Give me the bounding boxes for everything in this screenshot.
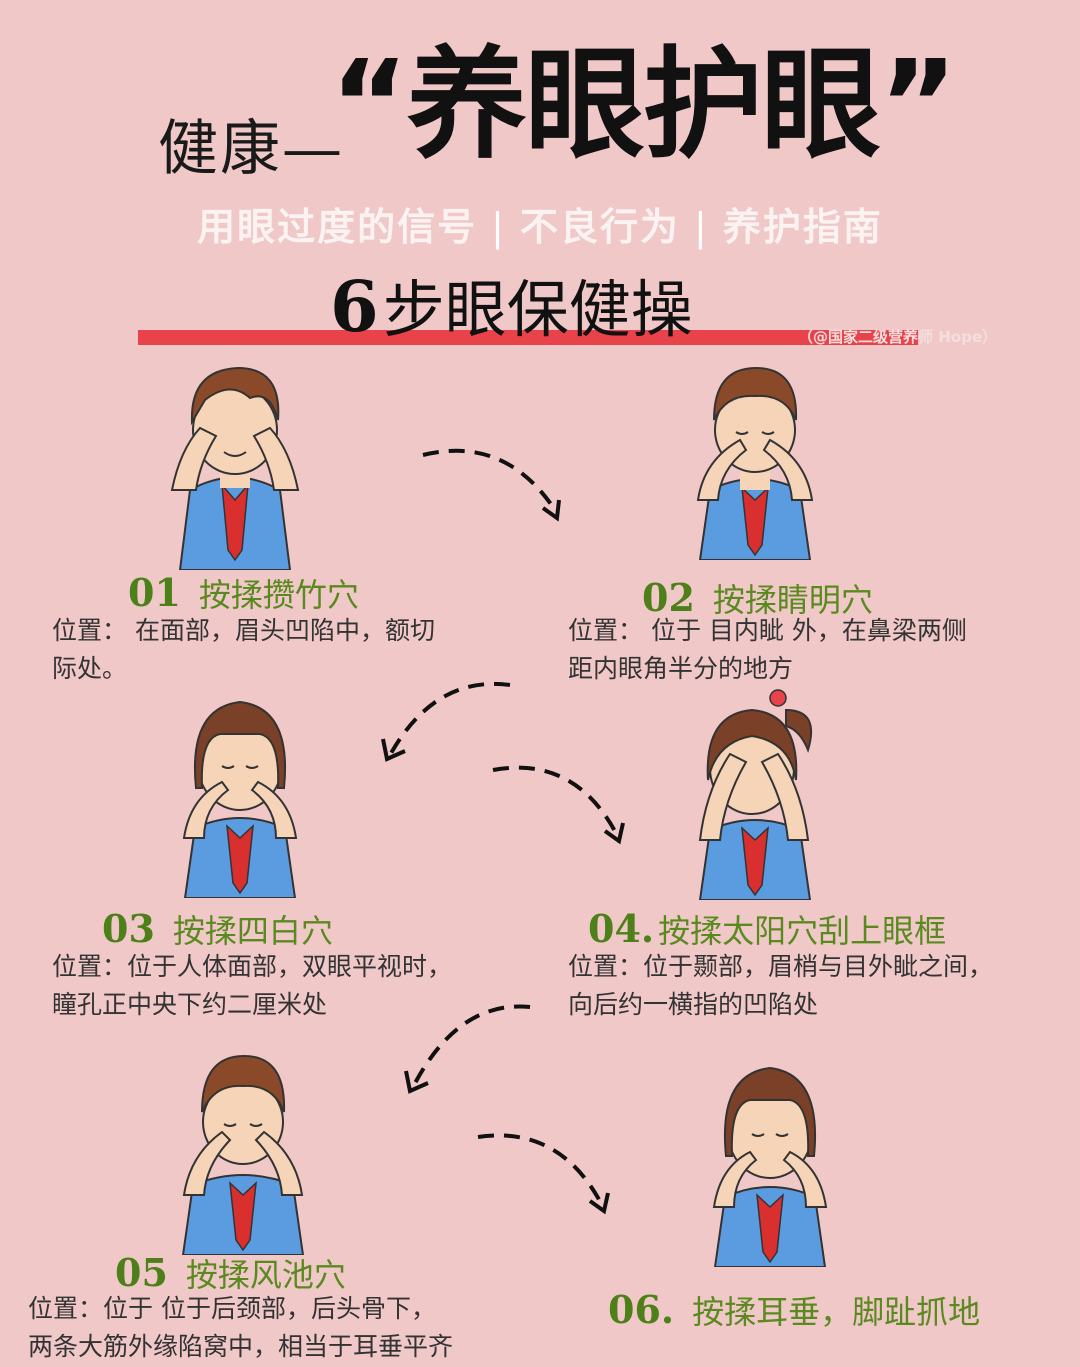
step-number: 03: [102, 906, 155, 951]
step-title: 02 按揉睛明穴: [642, 575, 873, 621]
step-desc-line: 位置： 在面部，眉头凹陷中，额切: [52, 616, 435, 645]
step-description: 位置： 在面部，眉头凹陷中，额切 际处。: [52, 612, 522, 688]
step-desc-line: 两条大筋外缘陷窝中，相当于耳垂平齐: [28, 1332, 454, 1361]
arrow-step3-to-step4: [492, 765, 625, 845]
step-description: 位置：位于颞部，眉梢与目外眦之间， 向后约一横指的凹陷处: [568, 948, 1068, 1024]
subtitle-separator: |: [491, 205, 506, 249]
step-number: 04.: [588, 906, 655, 951]
step-desc-line: 际处。: [52, 654, 128, 683]
figure-girl-step-04: [698, 689, 813, 900]
step-desc-line: 瞳孔正中央下约二厘米处: [52, 990, 328, 1019]
step-number: 02: [642, 575, 695, 620]
step-title: 01 按揉攒竹穴: [128, 570, 359, 616]
arrow-step1-to-step2: [422, 448, 561, 522]
watermark: （@国家二级营养师 Hope）: [798, 328, 997, 346]
step-number: 01: [128, 570, 181, 615]
step-title: 04.按揉太阳穴刮上眼框: [588, 906, 946, 952]
step-name: 按揉耳垂，脚趾抓地: [692, 1293, 981, 1331]
step-title: 03 按揉四白穴: [102, 906, 333, 952]
arrow-step5-to-step6: [477, 1133, 610, 1215]
step-description: 位置：位于人体面部，双眼平视时， 瞳孔正中央下约二厘米处: [52, 948, 532, 1024]
step-name: 按揉睛明穴: [712, 581, 873, 619]
heading-underline-bar: [138, 330, 918, 345]
figure-boy-step-05: [181, 1054, 305, 1255]
arrow-step4-to-step5: [404, 1004, 531, 1094]
step-desc-line: 距内眼角半分的地方: [568, 654, 794, 683]
figure-boy-step-02: [696, 366, 814, 560]
heading-text: 步眼保健操: [382, 273, 693, 346]
subtitle-item-signals: 用眼过度的信号: [197, 205, 478, 249]
step-number: 05: [115, 1250, 168, 1295]
step-desc-line: 位置：位于 位于后颈部，后头骨下，: [28, 1294, 436, 1323]
figure-girl-step-06: [712, 1066, 828, 1267]
subtitle: 用眼过度的信号 | 不良行为 | 养护指南: [0, 196, 1080, 251]
arrow-step2-to-step3: [381, 681, 511, 762]
subtitle-item-care-guide: 养护指南: [722, 205, 883, 249]
step-title: 06. 按揉耳垂，脚趾抓地: [608, 1287, 980, 1333]
subtitle-item-bad-habits: 不良行为: [519, 205, 680, 249]
step-desc-line: 位置：位于颞部，眉梢与目外眦之间，: [568, 952, 994, 981]
step-name: 按揉风池穴: [185, 1256, 346, 1294]
title-prefix: 健康—: [158, 114, 344, 184]
step-number: 06.: [608, 1287, 675, 1332]
heading-number: 6: [330, 265, 379, 348]
figure-boy-step-01: [170, 366, 300, 570]
section-heading: 6步眼保健操: [330, 268, 693, 345]
step-desc-line: 位置： 位于 目内眦 外，在鼻梁两侧: [568, 616, 967, 645]
step-desc-line: 位置：位于人体面部，双眼平视时，: [52, 952, 453, 981]
step-name: 按揉太阳穴刮上眼框: [658, 912, 947, 950]
step-name: 按揉攒竹穴: [198, 576, 359, 614]
step-title: 05 按揉风池穴: [115, 1250, 346, 1296]
step-name: 按揉四白穴: [172, 912, 333, 950]
step-description: 位置：位于 位于后颈部，后头骨下， 两条大筋外缘陷窝中，相当于耳垂平齐: [28, 1290, 548, 1366]
figure-girl-step-03: [182, 700, 298, 898]
step-desc-line: 向后约一横指的凹陷处: [568, 990, 819, 1019]
page-title: “养眼护眼”: [330, 36, 958, 175]
subtitle-separator: |: [694, 205, 709, 249]
step-description: 位置： 位于 目内眦 外，在鼻梁两侧 距内眼角半分的地方: [568, 612, 1068, 688]
